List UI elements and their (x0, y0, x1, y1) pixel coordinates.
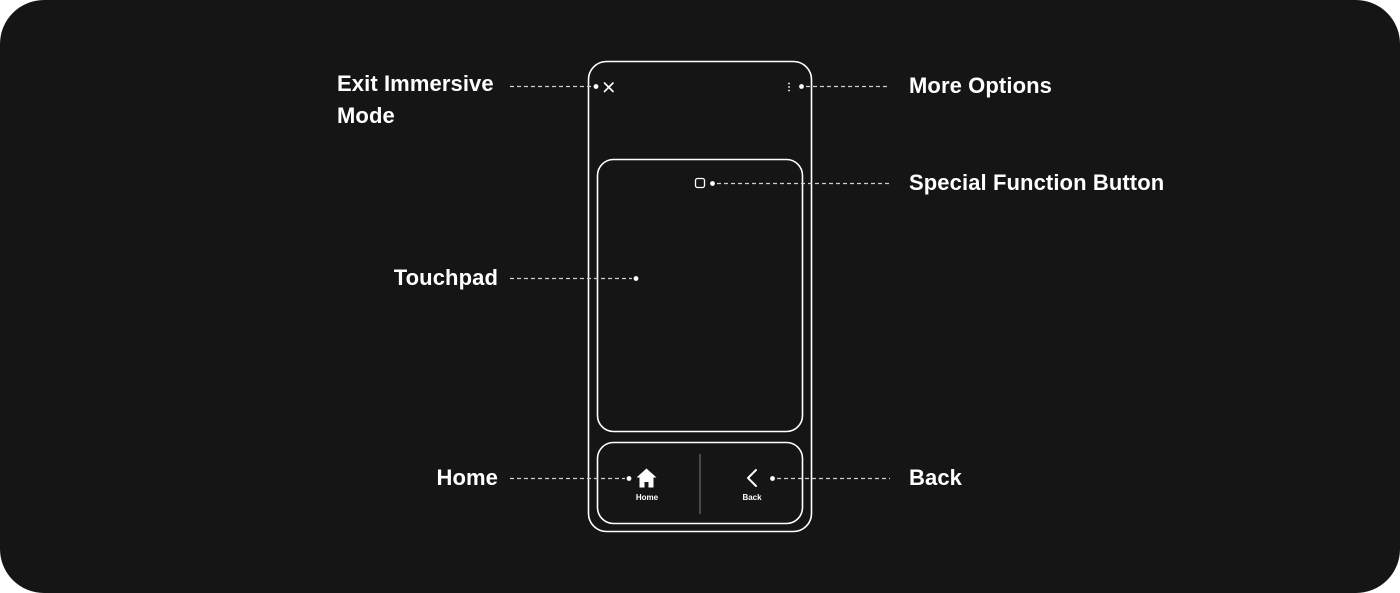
anchor-dot-special (710, 181, 715, 186)
anchor-dot-home (626, 476, 632, 481)
callout-back: Back (909, 465, 962, 490)
bottom-nav-area (596, 441, 804, 525)
anchor-dot-more (799, 84, 804, 89)
phone-outline (587, 60, 813, 533)
home-button-label: Home (635, 493, 659, 502)
close-icon[interactable] (603, 82, 614, 93)
rounded-square-icon[interactable] (694, 177, 706, 189)
chevron-left-icon[interactable] (747, 469, 757, 487)
anchor-dot-exit (593, 84, 599, 89)
back-button-label: Back (742, 493, 762, 502)
more-vertical-icon[interactable] (788, 82, 790, 92)
callout-exit-immersive-mode: Exit Immersive Mode (337, 71, 494, 128)
anchor-dot-back (770, 476, 775, 481)
home-icon[interactable] (636, 468, 657, 488)
callout-home: Home (436, 465, 498, 490)
callout-touchpad: Touchpad (393, 265, 498, 290)
touchpad-area[interactable] (596, 158, 804, 433)
anchor-dot-touchpad (633, 276, 639, 281)
callout-special-function-button: Special Function Button (909, 170, 1165, 195)
callout-more-options: More Options (909, 73, 1052, 98)
